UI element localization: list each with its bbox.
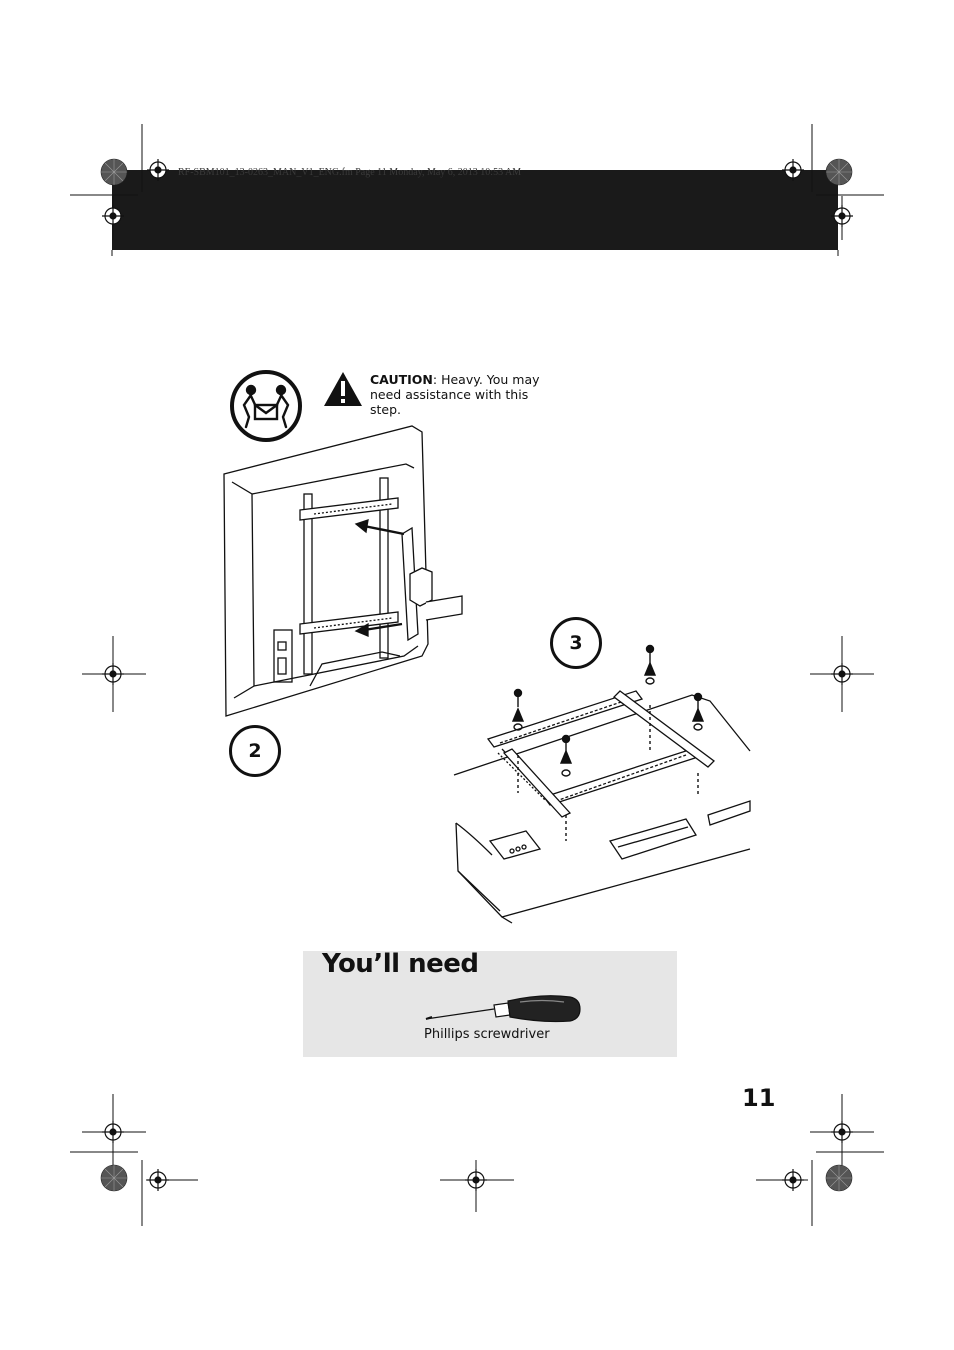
youll-need-panel [303, 951, 677, 1057]
caution-text: : Heavy. You may need assistance with th… [370, 372, 540, 417]
warning-triangle-icon [324, 372, 362, 406]
youll-need-title: You’ll need [322, 949, 479, 979]
header-band [112, 170, 838, 250]
step-3-illustration [453, 644, 751, 924]
screwdriver-icon [425, 995, 581, 1023]
page-number: 11 [742, 1084, 776, 1112]
step-3-badge: 3 [550, 617, 602, 669]
file-slug: RF-SBM101_13-0263_MAN_V1_ENG.fm Page 11 … [178, 167, 522, 178]
step-2-illustration [223, 425, 463, 717]
step-2-badge: 2 [229, 725, 281, 777]
tool-label: Phillips screwdriver [424, 1027, 550, 1042]
two-person-lift-icon [230, 370, 302, 442]
caution-note: CAUTION: Heavy. You may need assistance … [370, 372, 540, 417]
caution-label: CAUTION [370, 372, 433, 387]
